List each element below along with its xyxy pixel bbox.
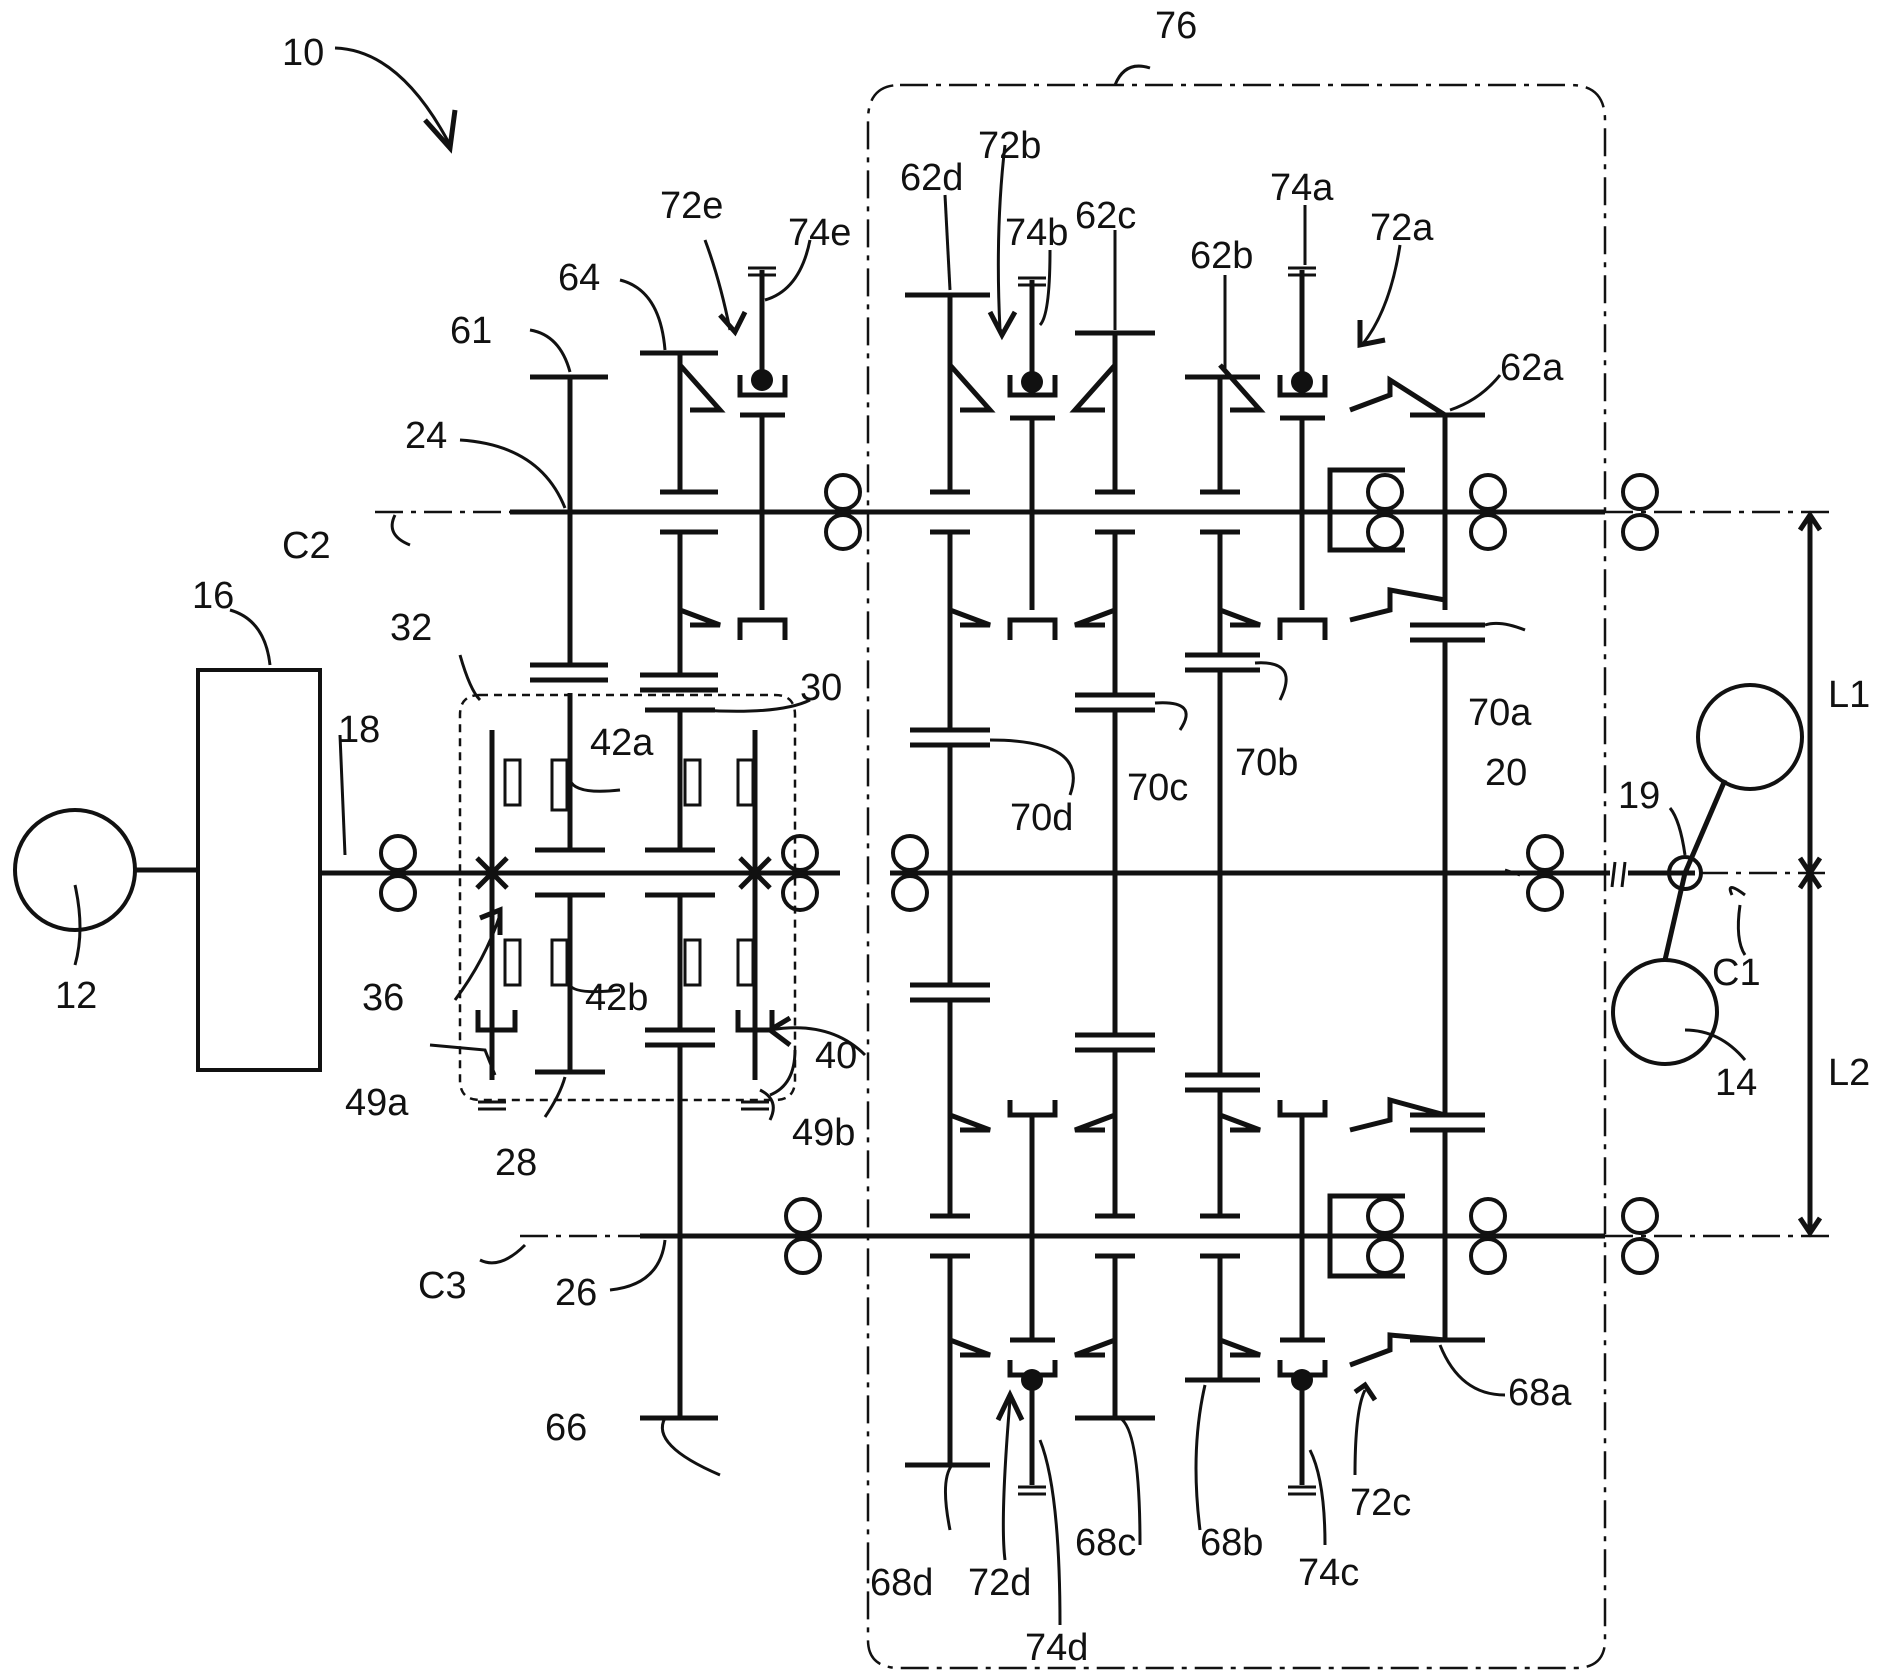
sync-72a-72c (1277, 266, 1328, 1496)
label-C2: C2 (282, 525, 331, 567)
label-24: 24 (405, 415, 447, 457)
clutch-40 (735, 730, 775, 1111)
leader-lines (73, 46, 1747, 1626)
gear-62d-70d-68d (905, 292, 996, 1468)
label-L1: L1 (1828, 674, 1870, 716)
label-10: 10 (282, 32, 324, 74)
label-40: 40 (815, 1035, 857, 1077)
label-76: 76 (1155, 5, 1197, 47)
label-70c: 70c (1127, 767, 1188, 809)
wheel-14 (1611, 958, 1719, 1066)
label-14: 14 (1715, 1062, 1757, 1104)
gear-62a-70a-68a (1349, 375, 1485, 1368)
label-72b: 72b (978, 125, 1041, 167)
unit-16-box (196, 668, 322, 1072)
label-74d: 74d (1025, 1627, 1088, 1669)
label-70b: 70b (1235, 742, 1298, 784)
label-12: 12 (55, 975, 97, 1017)
gear-42a-42b (535, 693, 605, 1075)
label-28: 28 (495, 1142, 537, 1184)
label-72a: 72a (1370, 207, 1434, 249)
label-C3: C3 (418, 1265, 467, 1307)
label-42a: 42a (590, 722, 654, 764)
label-20: 20 (1485, 752, 1527, 794)
label-32: 32 (390, 607, 432, 649)
label-70a: 70a (1468, 692, 1532, 734)
label-72d: 72d (968, 1562, 1031, 1604)
label-62d: 62d (900, 157, 963, 199)
gear-30 (645, 707, 715, 1048)
label-74b: 74b (1005, 212, 1068, 254)
sync-72e (737, 266, 788, 640)
label-74a: 74a (1270, 167, 1334, 209)
sync-72b-72d (1007, 276, 1058, 1496)
label-68a: 68a (1508, 1372, 1572, 1414)
label-68b: 68b (1200, 1522, 1263, 1564)
label-36: 36 (362, 977, 404, 1019)
label-L2: L2 (1828, 1052, 1870, 1094)
gear-61 (530, 374, 608, 683)
label-66: 66 (545, 1407, 587, 1449)
bearings (379, 473, 1659, 1275)
label-70d: 70d (1010, 797, 1073, 839)
gear-62c-70c-68c (1069, 330, 1155, 1421)
label-72c: 72c (1350, 1482, 1411, 1524)
label-18: 18 (338, 709, 380, 751)
differential-19 (1611, 683, 1804, 1066)
clutch-36 (475, 730, 522, 1111)
label-42b: 42b (585, 977, 648, 1019)
label-68c: 68c (1075, 1522, 1136, 1564)
label-49a: 49a (345, 1082, 409, 1124)
label-30: 30 (800, 667, 842, 709)
label-C1: C1 (1712, 952, 1761, 994)
dimension-markers (1797, 510, 1823, 1238)
gear-62b-70b-68b (1185, 363, 1266, 1383)
label-74c: 74c (1298, 1552, 1359, 1594)
label-61: 61 (450, 310, 492, 352)
label-19: 19 (1618, 775, 1660, 817)
gear-66 (640, 1045, 718, 1421)
gear-64 (640, 350, 726, 693)
label-16: 16 (192, 575, 234, 617)
label-72e: 72e (660, 185, 723, 227)
label-64: 64 (558, 257, 600, 299)
engine-circle (13, 808, 137, 932)
label-62a: 62a (1500, 347, 1564, 389)
label-68d: 68d (870, 1562, 933, 1604)
unit-76-box (866, 83, 1607, 1670)
label-62b: 62b (1190, 235, 1253, 277)
label-74e: 74e (788, 212, 851, 254)
label-62c: 62c (1075, 195, 1136, 237)
label-49b: 49b (792, 1112, 855, 1154)
label-26: 26 (555, 1272, 597, 1314)
